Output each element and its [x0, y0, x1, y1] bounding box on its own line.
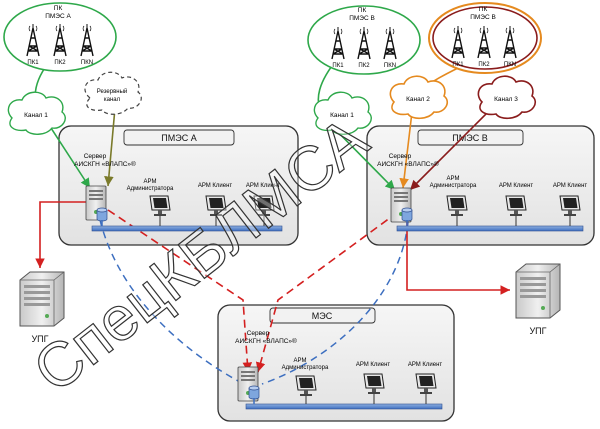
station-v-mast-1: ПК1	[452, 62, 464, 68]
arm-client-a2-label: АРМ Клиент	[246, 183, 281, 189]
station-a-mast-2: ПК2	[54, 60, 66, 66]
channel-cloud-b3: Канал 3	[477, 75, 537, 120]
channel-cloud-reserve: Резервный канал	[84, 71, 142, 115]
wan-link-b-mes	[261, 221, 409, 385]
reserve-channel-line2: канал	[104, 97, 121, 103]
server-b-label-2: АИСКГН «ВЛАПС»®	[377, 160, 439, 168]
arm-admin-b-line2: Администратора	[430, 183, 477, 189]
channel-cloud-b1: Канал 1	[313, 91, 372, 135]
arm-admin-mes-line2: Администратора	[282, 365, 329, 371]
station-pmes-b: ПК ПМЭС В ПК1 ПК2 ПКN	[307, 5, 421, 75]
station-v-mast-2: ПК2	[478, 62, 490, 68]
server-mes-label-2: АИСКГН «ВЛАПС»®	[235, 337, 297, 345]
upg-link-a	[35, 201, 86, 268]
channel-cloud-a1: Канал 1	[7, 91, 66, 135]
arm-admin-a-line1: АРМ	[144, 179, 157, 185]
replication-link-b-mes	[255, 211, 399, 373]
arm-admin-a-line2: Администратора	[127, 186, 174, 192]
station-a-line1: ПК	[54, 5, 63, 12]
zone-title-pmes-a: ПМЭС А	[161, 133, 196, 143]
station-b-mast-2: ПК2	[358, 63, 370, 69]
arm-client-mes2-label: АРМ Клиент	[408, 362, 443, 368]
arm-client-b2-label: АРМ Клиент	[553, 183, 588, 189]
pmes-a-network: Сервер АИСКГН «ВЛАПС»® АРМ Администратор…	[74, 153, 283, 232]
upg-right-label: УПГ	[529, 326, 546, 336]
station-b-line2: ПМЭС В	[349, 15, 375, 22]
channel-b2-label: Канал 2	[406, 96, 430, 103]
arm-client-b1-label: АРМ Клиент	[499, 183, 534, 189]
zone-pmes-a: ПМЭС А	[58, 125, 299, 246]
reserve-channel-line1: Резервный	[97, 88, 127, 95]
channel-cloud-b2: Канал 2	[389, 75, 449, 120]
upg-link-b	[406, 222, 510, 295]
upg-right: УПГ	[515, 263, 561, 336]
server-a-label-1: Сервер	[84, 153, 107, 160]
database-icon	[248, 385, 260, 400]
zone-title-mes: МЭС	[312, 311, 333, 321]
zone-pmes-b: ПМЭС В	[366, 125, 595, 246]
channel-a-main-label: Канал 1	[24, 112, 48, 119]
channel-b1-label: Канал 1	[330, 112, 354, 119]
station-v-line2: ПМЭС В	[470, 14, 496, 21]
station-b-line1: ПК	[358, 7, 367, 14]
station-a-mast-n: ПКN	[81, 60, 93, 66]
reserve-channel-link	[104, 107, 116, 187]
replication-link-a-mes	[107, 209, 253, 373]
channel-b3-label: Канал 3	[494, 96, 518, 103]
station-b-mast-n: ПКN	[384, 63, 396, 69]
server-mes-label-1: Сервер	[247, 330, 270, 337]
station-pmes-v: ПК ПМЭС В ПК1 ПК2 ПКN	[428, 2, 542, 74]
arm-client-a1-label: АРМ Клиент	[198, 183, 233, 189]
database-icon	[401, 207, 413, 222]
mes-network: Сервер АИСКГН «ВЛАПС»® АРМ Администратор…	[235, 330, 443, 410]
station-b-mast-1: ПК1	[332, 63, 344, 69]
arm-admin-b-line1: АРМ	[447, 176, 460, 182]
wan-link-a-mes	[99, 219, 241, 383]
station-a-mast-1: ПК1	[27, 60, 39, 66]
storage-server-icon[interactable]	[515, 263, 561, 319]
upg-left: УПГ	[19, 271, 65, 344]
station-v-line1: ПК	[479, 6, 488, 13]
pmes-b-network: Сервер АИСКГН «ВЛАПС»® АРМ Администратор…	[377, 153, 588, 232]
arm-admin-mes-line1: АРМ	[294, 358, 307, 364]
server-b-label-1: Сервер	[389, 153, 412, 160]
upg-left-label: УПГ	[31, 334, 48, 344]
server-a-label-2: АИСКГН «ВЛАПС»®	[74, 160, 136, 168]
station-pmes-a: ПК ПМЭС А ПК1 ПК2 ПКN	[3, 2, 117, 72]
arm-client-mes1-label: АРМ Клиент	[356, 362, 391, 368]
storage-server-icon[interactable]	[19, 271, 65, 327]
zone-mes: МЭС	[217, 304, 455, 422]
database-icon	[96, 207, 108, 222]
channel-3-b-link	[409, 102, 498, 191]
zone-title-pmes-b: ПМЭС В	[452, 133, 487, 143]
station-v-mast-n: ПКN	[504, 62, 516, 68]
station-a-line2: ПМЭС А	[45, 13, 71, 20]
